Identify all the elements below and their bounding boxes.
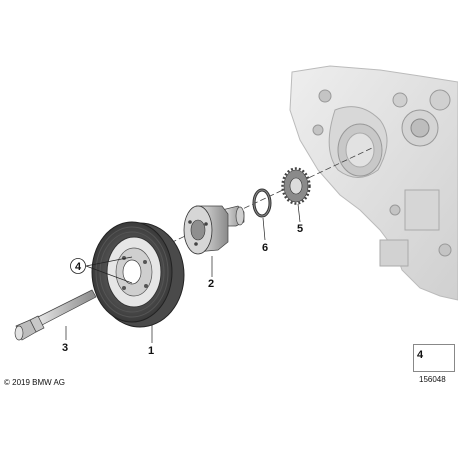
callout-1: 1 bbox=[148, 345, 154, 357]
callout-4: 4 bbox=[75, 261, 82, 273]
callout-3: 3 bbox=[62, 342, 68, 354]
figure-id: 156048 bbox=[419, 375, 446, 384]
engine-block-illustration bbox=[289, 65, 458, 301]
copyright-text: © 2019 BMW AG bbox=[4, 378, 66, 387]
callout-6: 6 bbox=[262, 242, 268, 254]
o-ring-part bbox=[252, 188, 272, 218]
callout-5: 5 bbox=[297, 223, 303, 235]
callout-circle-4 bbox=[70, 258, 86, 274]
hub-part bbox=[183, 205, 245, 255]
leader-lines bbox=[65, 203, 301, 343]
reference-box-number: 4 bbox=[417, 349, 424, 361]
pulley-part bbox=[91, 221, 185, 328]
sprocket-part bbox=[281, 167, 311, 205]
callout-2: 2 bbox=[208, 278, 214, 290]
reference-box bbox=[413, 344, 455, 372]
bolt-part bbox=[14, 289, 97, 341]
